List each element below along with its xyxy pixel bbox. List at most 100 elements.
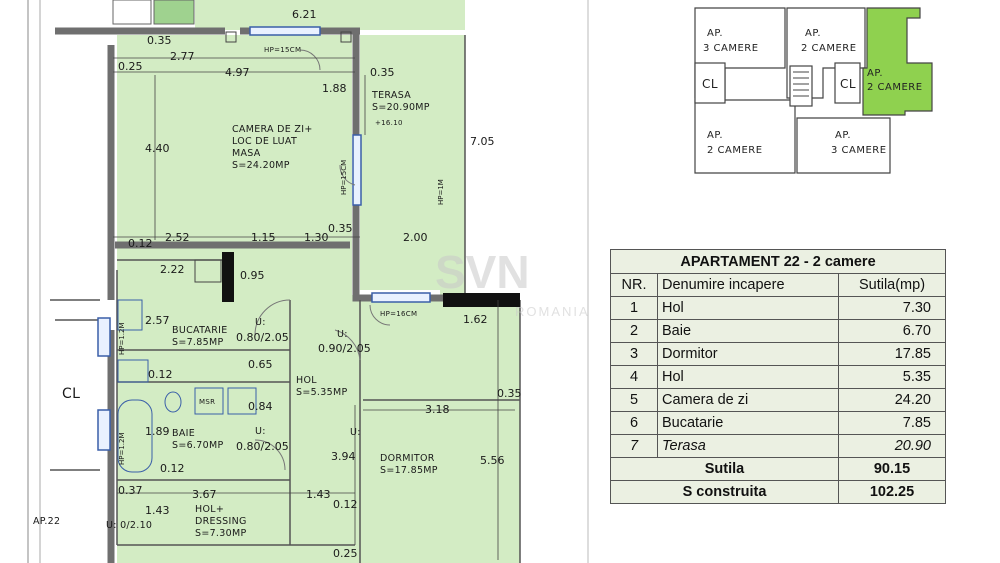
windows <box>97 26 431 451</box>
row-name: Camera de zi <box>657 388 839 412</box>
key-cell-label: AP. <box>707 130 723 141</box>
dim-label: 0.12 <box>333 498 358 511</box>
key-cl-label: CL <box>840 77 856 91</box>
row-nr: 4 <box>610 365 658 389</box>
key-cell-label: AP. <box>835 130 851 141</box>
table-header: Sutila(mp) <box>838 273 946 297</box>
dim-label: 2.52 <box>165 231 190 244</box>
room-dormitor-label: DORMITOR <box>380 453 435 464</box>
area-table: APARTAMENT 22 - 2 camere NR. Denumire in… <box>610 249 946 504</box>
row-nr: 1 <box>610 296 658 320</box>
neighbour-window-2 <box>153 0 195 25</box>
table-row: 1 Hol 7.30 <box>610 296 946 320</box>
key-cell-label: AP. <box>805 28 821 39</box>
row-name: Bucatarie <box>657 411 839 435</box>
room-baie-label: BAIE <box>172 428 195 439</box>
room-terasa-area: S=20.90MP <box>372 102 430 113</box>
dim-label: 7.05 <box>470 135 495 148</box>
dim-label: 3.94 <box>331 450 356 463</box>
interior-walls <box>50 35 521 563</box>
dim-label: 3.67 <box>192 488 217 501</box>
table-header: Denumire incapere <box>657 273 839 297</box>
row-name: Baie <box>657 319 839 343</box>
dim-label: 6.21 <box>292 8 317 21</box>
row-area: 6.70 <box>838 319 946 343</box>
row-nr: 7 <box>610 434 658 458</box>
dim-label: 2.77 <box>170 50 195 63</box>
key-cl-box-1 <box>694 62 726 104</box>
window-height-label: HP=1.2M <box>118 322 126 355</box>
room-bucatarie-area: S=7.85MP <box>172 337 223 348</box>
row-nr: 3 <box>610 342 658 366</box>
table-row: 6 Bucatarie 7.85 <box>610 411 946 435</box>
row-name: Dormitor <box>657 342 839 366</box>
key-cl-label: CL <box>702 77 718 91</box>
table-title: APARTAMENT 22 - 2 camere <box>610 249 946 274</box>
dim-label: 0.65 <box>248 358 273 371</box>
key-cell-ap-2-camere-bottom <box>694 99 796 174</box>
key-cell-label: 3 CAMERE <box>831 145 887 156</box>
window-height-label: HP=1.2M <box>118 432 126 465</box>
railing-height-label: HP=1M <box>437 179 445 205</box>
row-area: 5.35 <box>838 365 946 389</box>
built-area-label: S construita <box>610 480 839 504</box>
room-holdressing-label: HOL+ <box>195 504 224 515</box>
table-row: 5 Camera de zi 24.20 <box>610 388 946 412</box>
key-plan: AP. 3 CAMERE AP. 2 CAMERE AP. 2 CAMERE A… <box>694 7 933 174</box>
key-cell-ap-3-camere-bottom <box>796 117 891 174</box>
bathtub <box>117 399 153 473</box>
shaft-1 <box>225 31 237 43</box>
dim-label: 1.88 <box>322 82 347 95</box>
row-name: Hol <box>657 296 839 320</box>
door-u-label: U: <box>350 427 361 438</box>
room-terasa-label: TERASA <box>371 90 411 101</box>
table-row: 4 Hol 5.35 <box>610 365 946 389</box>
shaft-2 <box>340 31 352 43</box>
dim-label: 0.25 <box>333 547 358 560</box>
key-cell-label: AP. <box>867 68 883 79</box>
neighbour-window-1 <box>112 0 152 25</box>
key-cell-label: 2 CAMERE <box>867 82 923 93</box>
wall-column-2 <box>443 293 520 307</box>
door-swings <box>254 49 391 471</box>
dim-label: 0.12 <box>128 237 153 250</box>
row-area: 7.30 <box>838 296 946 320</box>
window-height-label: HP=15CM <box>264 46 301 54</box>
row-area: 7.85 <box>838 411 946 435</box>
room-bucatarie-label: BUCATARIE <box>172 325 228 336</box>
total-label: Sutila <box>610 457 839 481</box>
table-row: 7 Terasa 20.90 <box>610 434 946 458</box>
dim-label: 2.22 <box>160 263 185 276</box>
dim-label: 0.84 <box>248 400 273 413</box>
row-nr: 5 <box>610 388 658 412</box>
bath-sink <box>227 387 257 415</box>
row-nr: 6 <box>610 411 658 435</box>
key-stair-steps <box>793 71 809 97</box>
table-header: NR. <box>610 273 658 297</box>
dimension-lines <box>113 57 515 560</box>
window-height-label: HP=15CM <box>340 160 348 195</box>
dim-label: 5.56 <box>480 454 505 467</box>
dim-label: 3.18 <box>425 403 450 416</box>
dim-label: 2.00 <box>403 231 428 244</box>
cl-label: CL <box>62 386 80 402</box>
dimension-labels: 6.21 0.35 2.77 4.97 0.25 0.35 1.88 4.40 … <box>118 8 522 560</box>
dim-label: 0.35 <box>147 34 172 47</box>
door-u-label: U: <box>255 317 266 328</box>
door-u-label: U: <box>255 426 266 437</box>
room-labels: CAMERA DE ZI+ LOC DE LUAT MASA S=24.20MP… <box>33 46 438 539</box>
terasa-level: +16.10 <box>375 119 403 127</box>
room-baie-area: S=6.70MP <box>172 440 223 451</box>
dim-label: 1.43 <box>145 504 170 517</box>
dim-label: 1.62 <box>463 313 488 326</box>
dim-label: 4.97 <box>225 66 250 79</box>
row-area: 20.90 <box>838 434 946 458</box>
key-cl-box-2 <box>834 62 861 104</box>
key-cell-label: 2 CAMERE <box>707 145 763 156</box>
window-height-label: HP=16CM <box>380 310 417 318</box>
dim-label: 0.95 <box>240 269 265 282</box>
dim-label: 0.12 <box>148 368 173 381</box>
room-camera-label: CAMERA DE ZI+ <box>232 124 313 135</box>
stove <box>194 259 222 283</box>
table-row: 2 Baie 6.70 <box>610 319 946 343</box>
